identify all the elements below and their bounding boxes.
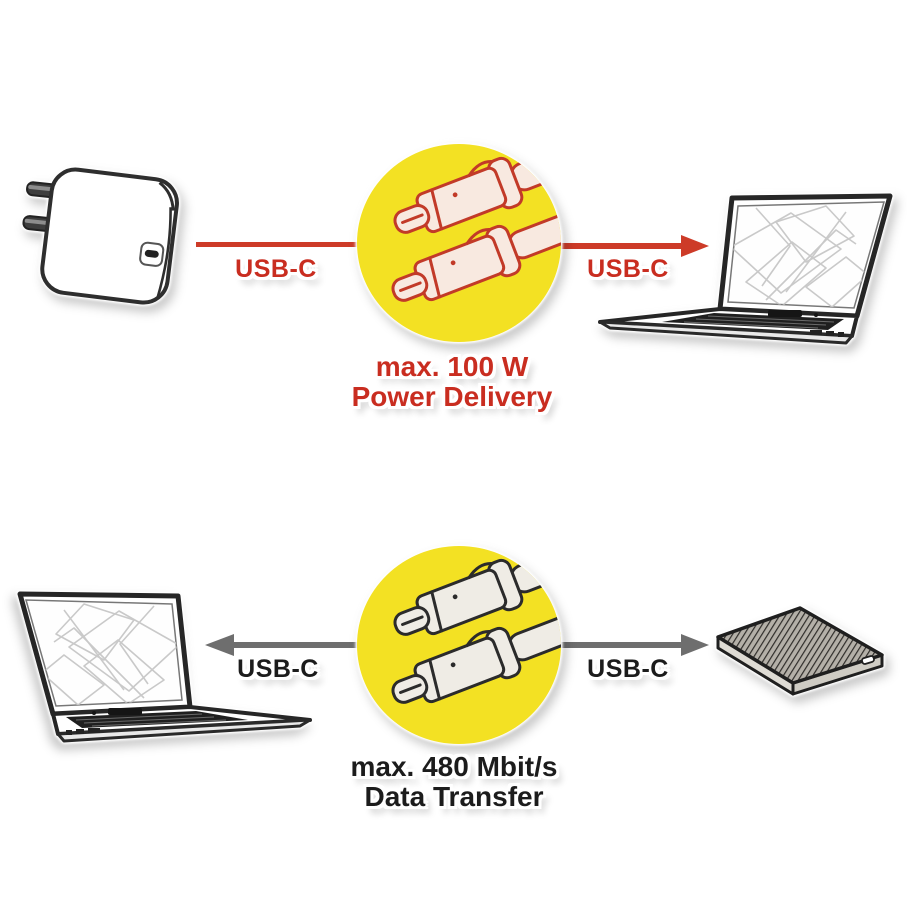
caption-data-line2: Data Transfer	[364, 781, 544, 812]
usb-c-power-adapter-icon	[22, 167, 179, 305]
data-arrow-left-icon	[205, 634, 368, 656]
external-hard-drive-icon	[716, 606, 884, 696]
usb-c-label-bottom-right: USB-C	[587, 655, 669, 683]
laptop-icon-bottom	[17, 591, 312, 743]
usb-c-cable-badge-top	[357, 144, 561, 342]
caption-data-line1: max. 480 Mbit/s	[350, 751, 558, 782]
caption-power-line1: max. 100 W	[375, 351, 529, 382]
laptop-icon-top	[598, 193, 893, 345]
caption-power-line2: Power Delivery	[351, 381, 553, 412]
data-arrow-right-icon	[552, 634, 709, 656]
caption-power-delivery: max. 100 W Power Delivery	[302, 352, 602, 412]
power-line-left	[196, 242, 366, 247]
caption-data-transfer: max. 480 Mbit/s Data Transfer	[294, 752, 614, 812]
power-arrow-right-icon	[552, 235, 709, 257]
usb-c-label-bottom-left: USB-C	[237, 655, 319, 683]
usb-c-cable-badge-bottom	[357, 546, 561, 744]
usb-c-label-top-left: USB-C	[235, 255, 317, 283]
usb-c-label-top-right: USB-C	[587, 255, 669, 283]
